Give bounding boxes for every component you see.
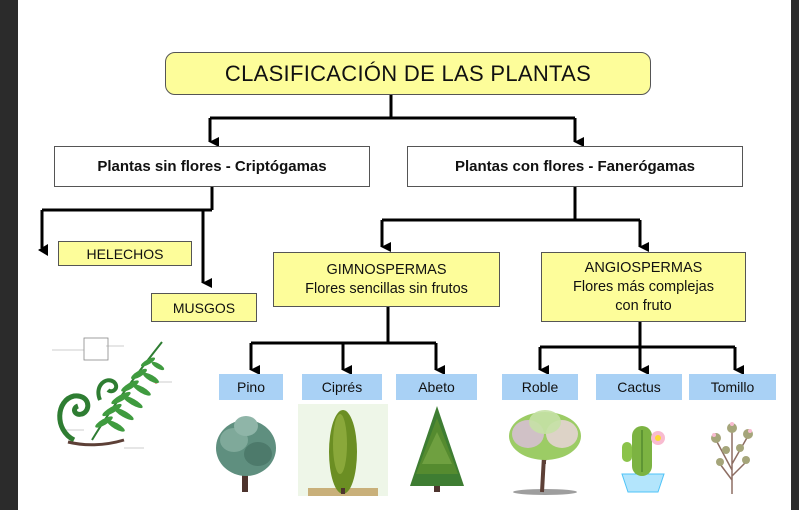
angiospermas-box: ANGIOSPERMAS Flores más complejas con fr… (541, 252, 746, 322)
cactus-image (621, 426, 665, 493)
helechos-box: HELECHOS (58, 241, 192, 266)
left-frame-border (0, 0, 18, 510)
cipres-tree-image (298, 404, 388, 496)
pino-tree-image (216, 416, 276, 492)
musgos-box: MUSGOS (151, 293, 257, 322)
fern-illustration (52, 337, 172, 449)
example-cipres: Ciprés (302, 374, 382, 400)
gimnospermas-title: GIMNOSPERMAS (326, 261, 447, 278)
roble-tree-image (509, 410, 581, 495)
example-cactus: Cactus (596, 374, 682, 400)
helechos-arrowhead (38, 244, 48, 256)
connector-lines (38, 95, 744, 375)
angiospermas-title: ANGIOSPERMAS (584, 259, 703, 276)
category-con-flores: Plantas con flores - Fanerógamas (407, 146, 743, 187)
example-pino: Pino (219, 374, 283, 400)
diagram-title: CLASIFICACIÓN DE LAS PLANTAS (165, 52, 651, 95)
category-sin-flores: Plantas sin flores - Criptógamas (54, 146, 370, 187)
diagram-canvas: CLASIFICACIÓN DE LAS PLANTAS Plantas sin… (18, 0, 791, 510)
tomillo-plant-image (711, 422, 753, 494)
angiospermas-desc-line1: Flores más complejas (572, 278, 714, 295)
example-tomillo: Tomillo (689, 374, 776, 400)
right-frame-border (791, 0, 799, 510)
abeto-tree-image (410, 406, 464, 492)
gimnospermas-box: GIMNOSPERMAS Flores sencillas sin frutos (273, 252, 500, 307)
gimnospermas-desc: Flores sencillas sin frutos (305, 280, 468, 297)
angiospermas-desc-line2: con fruto (615, 297, 672, 314)
example-roble: Roble (502, 374, 578, 400)
example-abeto: Abeto (396, 374, 477, 400)
